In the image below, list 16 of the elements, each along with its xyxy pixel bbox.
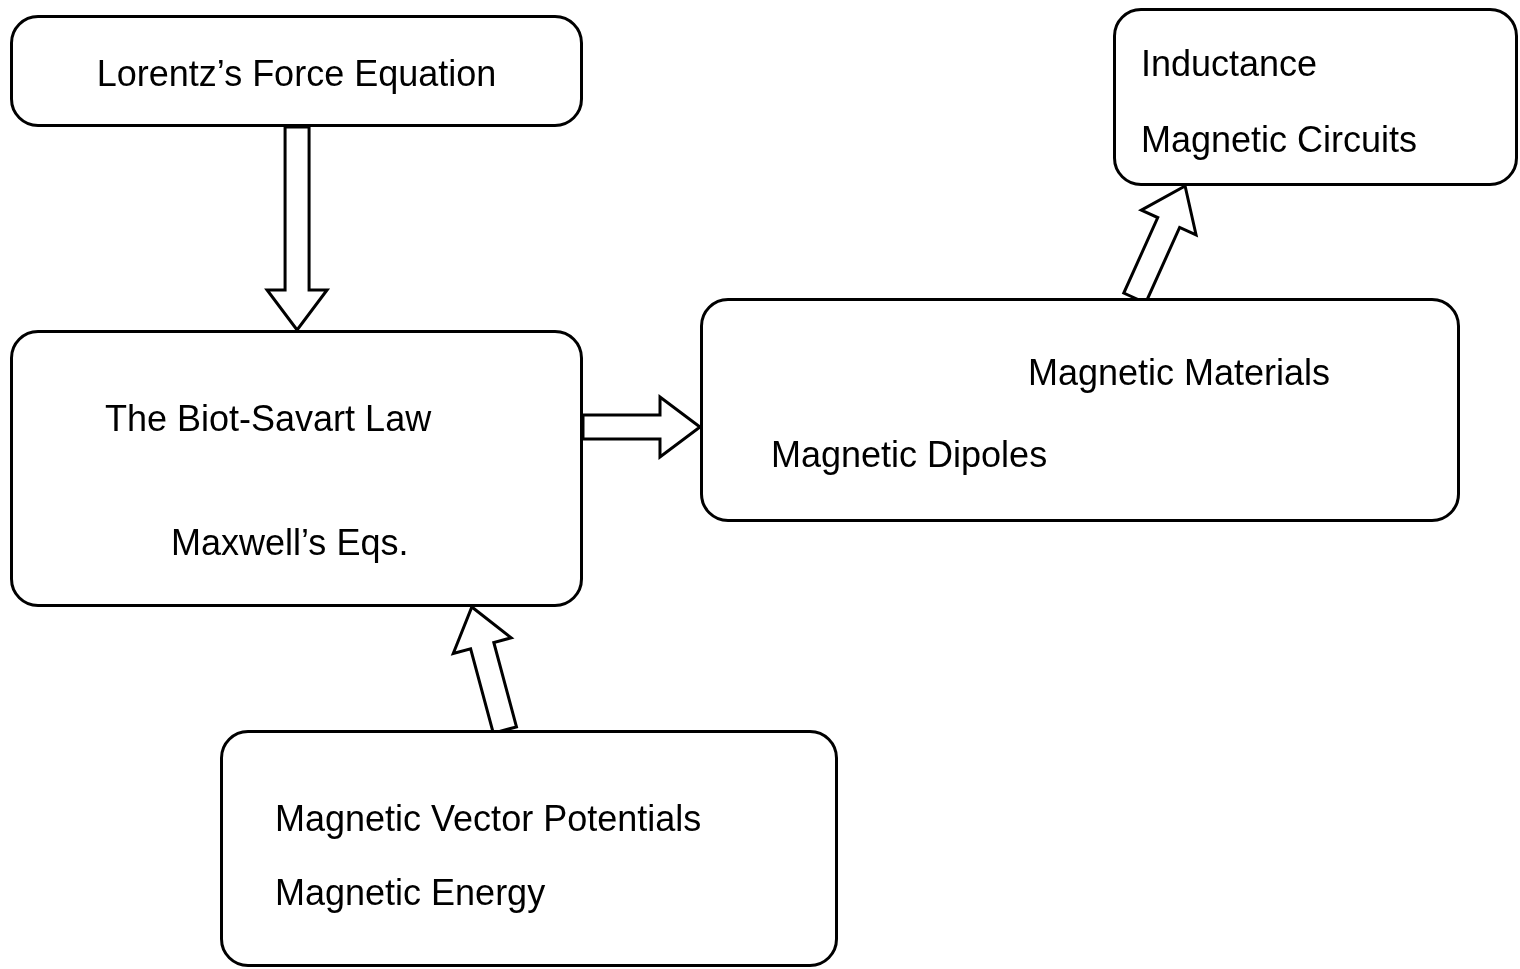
block-arrow xyxy=(581,394,703,460)
box-text: Magnetic Energy xyxy=(275,873,546,913)
block-arrow xyxy=(264,125,331,333)
box-text: Inductance xyxy=(1141,44,1318,84)
rounded-box xyxy=(10,330,583,607)
box-text: Magnetic Vector Potentials xyxy=(275,799,702,839)
rounded-box xyxy=(10,15,583,127)
box-text: Magnetic Circuits xyxy=(1141,120,1418,160)
rounded-box xyxy=(220,730,838,967)
box-text: Maxwell’s Eqs. xyxy=(171,523,409,563)
rounded-box xyxy=(1113,8,1518,186)
box-text: Lorentz’s Force Equation xyxy=(95,54,498,94)
rounded-box xyxy=(700,298,1460,522)
box-text: Magnetic Materials xyxy=(1028,353,1331,393)
box-text: Magnetic Dipoles xyxy=(771,435,1048,475)
box-text: The Biot-Savart Law xyxy=(105,399,432,439)
